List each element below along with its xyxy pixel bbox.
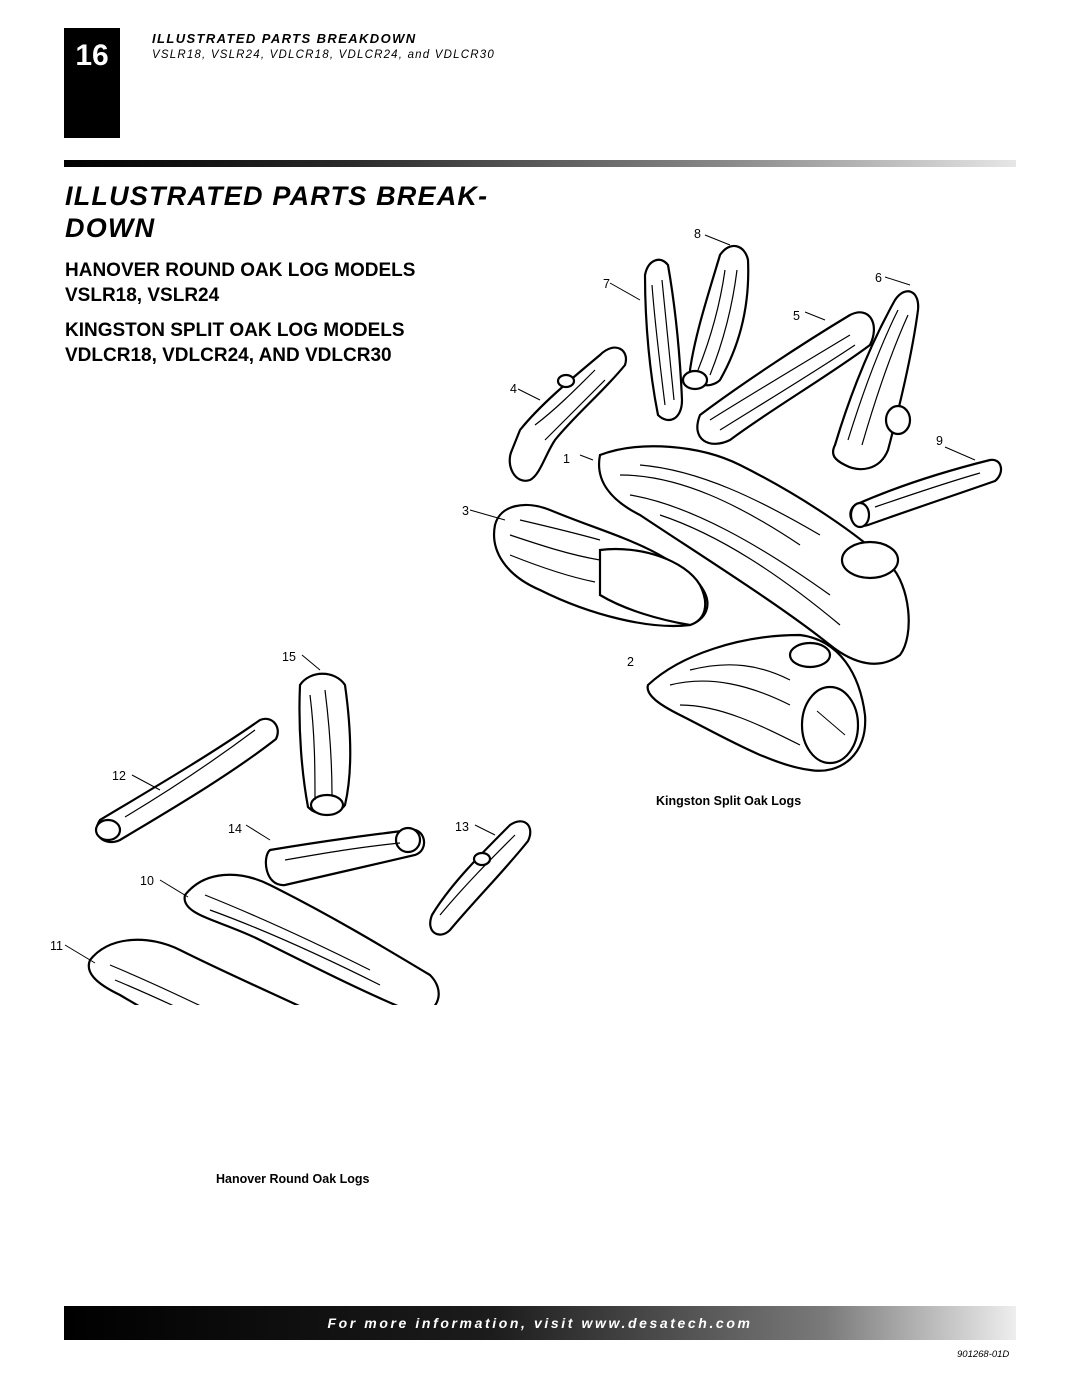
caption-hanover-logs: Hanover Round Oak Logs (216, 1172, 370, 1186)
log-part-15 (298, 672, 352, 817)
log-part-14 (264, 826, 426, 887)
document-code: 901268-01D (957, 1349, 1010, 1360)
callout-5: 5 (793, 309, 800, 323)
log-part-3 (493, 503, 709, 628)
subhead-hanover-models: HANOVER ROUND OAK LOG MODELS VSLR18, VSL… (65, 260, 416, 306)
page-number: 16 (64, 28, 120, 138)
callout-3: 3 (462, 504, 469, 518)
log-part-2 (646, 633, 867, 772)
footer-banner: For more information, visit www.desatech… (64, 1306, 1016, 1340)
callout-8: 8 (694, 227, 701, 241)
callout-6: 6 (875, 271, 882, 285)
log-part-10 (183, 873, 440, 1005)
log-part-4 (508, 346, 628, 482)
log-part-1 (597, 445, 910, 665)
running-subtitle: VSLR18, VSLR24, VDLCR18, VDLCR24, and VD… (152, 49, 495, 61)
header-rule (64, 160, 1016, 167)
callout-12: 12 (112, 769, 126, 783)
callout-4: 4 (510, 382, 517, 396)
log-part-9 (849, 458, 1003, 529)
log-part-8 (681, 244, 750, 391)
log-part-7 (643, 258, 684, 422)
subhead-kingston-models: KINGSTON SPLIT OAK LOG MODELS VDLCR18, V… (65, 320, 405, 366)
callout-13: 13 (455, 820, 469, 834)
log-part-5 (696, 311, 875, 445)
callout-9: 9 (936, 434, 943, 448)
callout-1: 1 (563, 452, 570, 466)
page-title: ILLUSTRATED PARTS BREAK- DOWN (65, 181, 489, 243)
log-part-11 (87, 938, 300, 1005)
log-part-12 (94, 717, 279, 844)
log-part-6 (831, 290, 920, 471)
callout-2: 2 (627, 655, 634, 669)
callout-15: 15 (282, 650, 296, 664)
callout-7: 7 (603, 277, 610, 291)
running-title: ILLUSTRATED PARTS BREAKDOWN (152, 31, 417, 46)
callout-11: 11 (50, 939, 63, 953)
caption-kingston-logs: Kingston Split Oak Logs (656, 794, 802, 808)
callout-10: 10 (140, 874, 154, 888)
parts-illustration: 1 2 3 4 5 6 7 8 9 10 11 12 13 14 15 (40, 215, 1040, 1005)
log-part-13 (429, 820, 532, 936)
footer-banner-text: For more information, visit www.desatech… (327, 1315, 753, 1331)
callout-14: 14 (228, 822, 242, 836)
